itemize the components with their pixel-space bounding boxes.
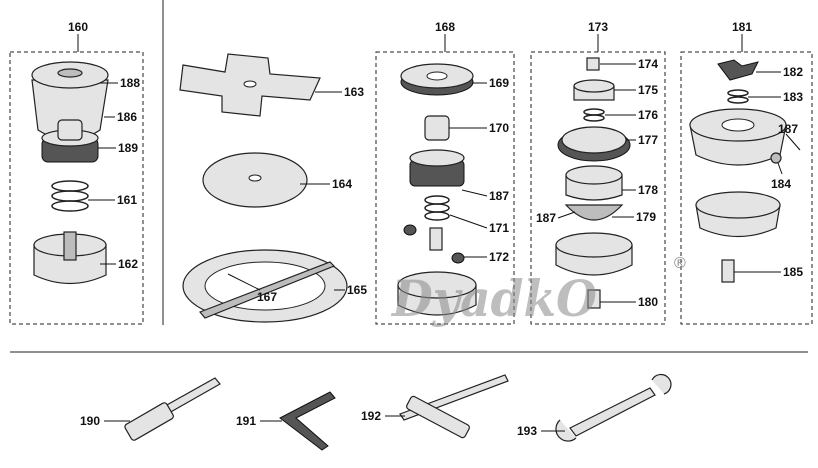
part-189-spool: [41, 119, 99, 163]
part-183-spring: [727, 89, 749, 104]
tool-192-t-wrench: [399, 374, 509, 439]
part-housing-168: [397, 271, 477, 316]
part-sleeve: [429, 227, 443, 251]
group-168-box: [375, 51, 515, 325]
part-163-four-tooth-blade: [179, 53, 321, 117]
part-161-spring: [51, 180, 89, 212]
registered-mark: ®: [674, 255, 686, 272]
part-164-disc-blade: [202, 152, 308, 208]
callout-186: 186: [117, 110, 137, 124]
callout-188: 188: [120, 76, 140, 90]
callout-187a: 187: [489, 189, 509, 203]
part-housing-173: [555, 232, 633, 276]
part-187-spool: [409, 149, 465, 187]
part-188-cap: [31, 61, 109, 141]
part-180-bolt: [587, 289, 601, 309]
part-housing-181: [695, 191, 781, 237]
callout-192: 192: [361, 409, 381, 423]
group-160-box: [9, 51, 144, 325]
part-175-knob: [573, 79, 615, 101]
part-171-spring: [424, 195, 450, 221]
callout-187c: 187: [778, 122, 798, 136]
callout-191: 191: [236, 414, 256, 428]
callout-189: 189: [118, 141, 138, 155]
callout-167: 167: [257, 290, 277, 304]
callout-179: 179: [636, 210, 656, 224]
callout-173: 173: [588, 20, 608, 34]
callout-190: 190: [80, 414, 100, 428]
callout-172: 172: [489, 250, 509, 264]
callout-161: 161: [117, 193, 137, 207]
group-181-box: [680, 51, 813, 325]
watermark-logo: DyadkO: [390, 269, 597, 328]
callout-175: 175: [638, 83, 658, 97]
part-177-cover: [557, 126, 631, 162]
callout-160: 160: [68, 20, 88, 34]
callout-168: 168: [435, 20, 455, 34]
part-184-eyelet: [770, 152, 782, 164]
callout-178: 178: [638, 183, 658, 197]
part-162-housing: [33, 231, 107, 284]
tool-191-hex-key: [279, 391, 336, 451]
callout-177: 177: [638, 133, 658, 147]
part-178-spool: [565, 165, 623, 201]
part-eyelet: [403, 224, 417, 236]
callouts: 160 188 186 189 161 162 163 164 167 165 …: [68, 20, 803, 438]
part-172-eyelet: [451, 252, 465, 264]
callout-182: 182: [783, 65, 803, 79]
part-174-screw: [586, 57, 600, 71]
callout-180: 180: [638, 295, 658, 309]
part-182-wing-knob: [717, 59, 759, 81]
callout-193: 193: [517, 424, 537, 438]
part-179-bell: [564, 204, 624, 221]
callout-170: 170: [489, 121, 509, 135]
callout-162: 162: [118, 257, 138, 271]
callout-163: 163: [344, 85, 364, 99]
part-165-guard-plate: [182, 249, 348, 323]
part-spool-181: [689, 108, 787, 166]
tool-190-t-wrench: [124, 377, 221, 441]
part-176-spring: [583, 108, 605, 122]
callout-181: 181: [732, 20, 752, 34]
callout-176: 176: [638, 108, 658, 122]
callout-171: 171: [489, 221, 509, 235]
callout-187b: 187: [536, 211, 556, 225]
callout-185: 185: [783, 265, 803, 279]
part-185-bolt: [721, 259, 735, 283]
tool-193-spanner: [555, 373, 672, 442]
part-169-cap: [400, 63, 474, 96]
part-170-insert: [424, 115, 450, 141]
callout-183: 183: [783, 90, 803, 104]
callout-165: 165: [347, 283, 367, 297]
callout-169: 169: [489, 76, 509, 90]
callout-174: 174: [638, 57, 658, 71]
callout-164: 164: [332, 177, 352, 191]
callout-184: 184: [771, 177, 791, 191]
